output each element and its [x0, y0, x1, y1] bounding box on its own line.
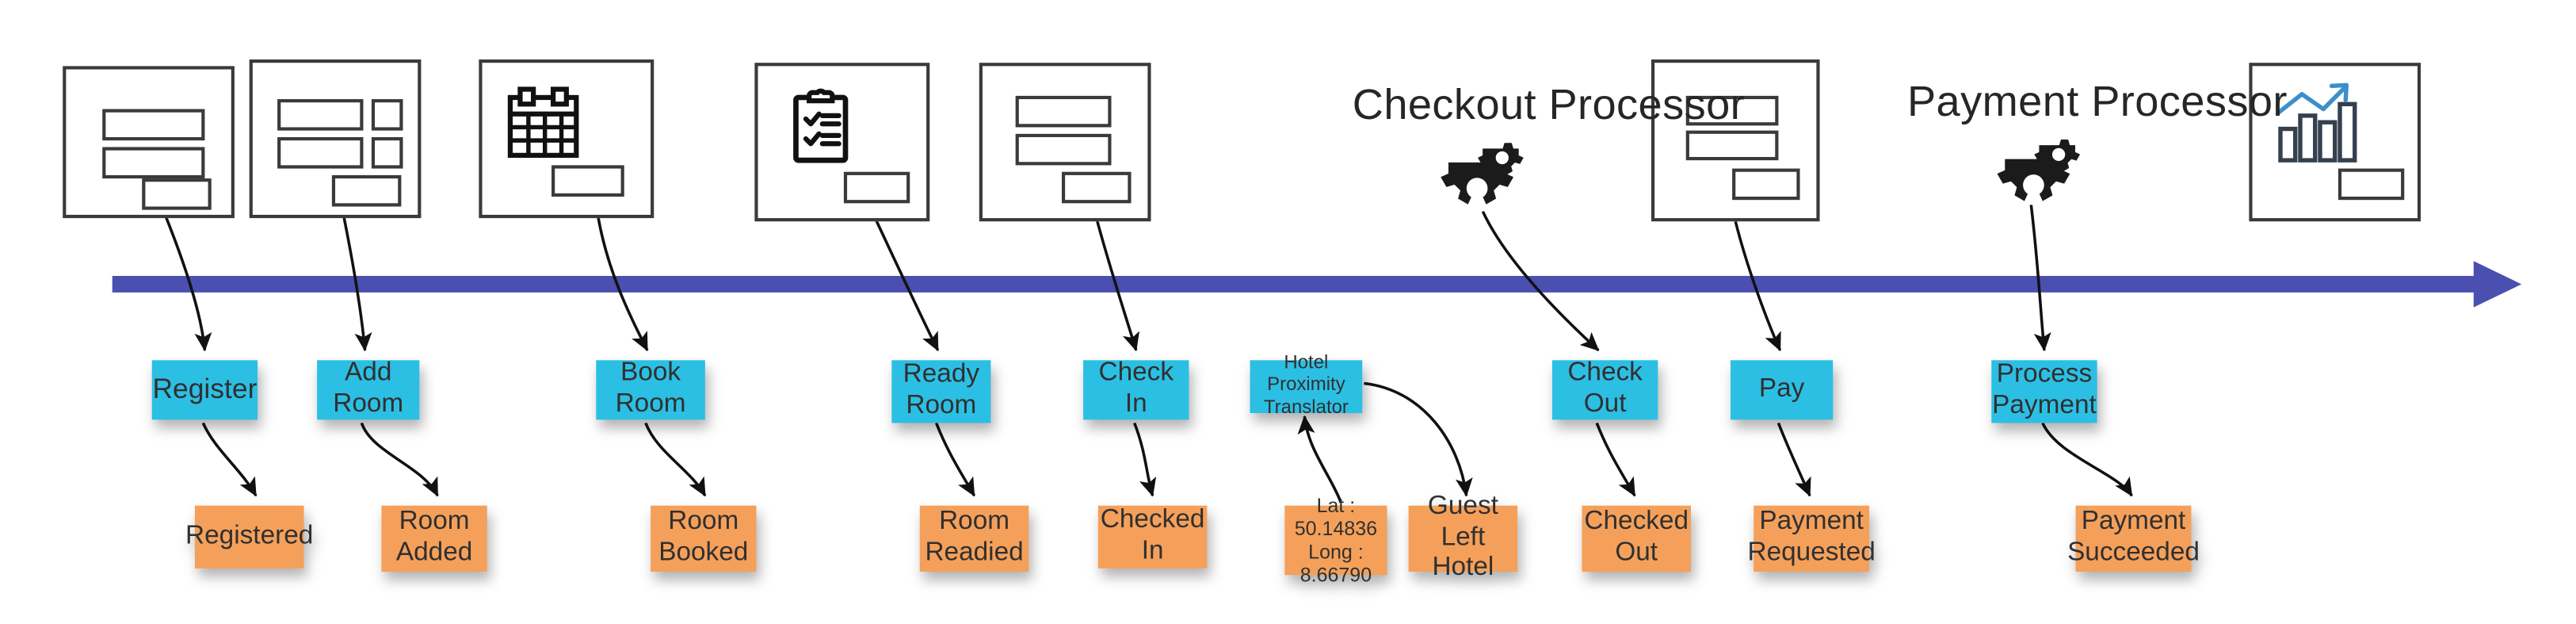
payment-processor-label: Payment Processor [1906, 75, 2288, 126]
screen-pay[interactable] [1651, 59, 1820, 222]
card-line-longitude: Long : 8.66790 [1299, 540, 1372, 588]
card-line: Room [906, 391, 977, 420]
event-payment-requested[interactable]: Payment Requested [1747, 505, 1876, 572]
card-line: Hotel Proximity [1267, 353, 1345, 396]
clipboard-check-icon [788, 86, 853, 173]
wireframe-field [1685, 130, 1779, 161]
card-line: Registered [185, 521, 314, 550]
card-line: Booked [658, 538, 749, 567]
card-line: Process [1996, 360, 2093, 389]
event-guest-coordinates[interactable]: Lat : 50.14836 Long : 8.66790 [1284, 493, 1387, 587]
screen-ready-room[interactable] [754, 63, 930, 222]
event-room-booked[interactable]: Room Booked [651, 505, 757, 572]
card-line: Checked In [1100, 505, 1205, 565]
screen-book-room[interactable] [479, 59, 654, 219]
card-line: Succeeded [2067, 538, 2200, 567]
card-line: Out [1615, 538, 1658, 567]
wireframe-checkbox [371, 99, 403, 131]
card-line: Pay [1758, 374, 1805, 403]
card-line: Payment [2081, 507, 2186, 536]
event-room-added[interactable]: Room Added [381, 505, 487, 572]
command-ready-room[interactable]: Ready Room [891, 360, 991, 423]
command-hotel-proximity-translator[interactable]: Hotel Proximity Translator [1250, 353, 1363, 418]
gears-icon [1994, 129, 2093, 224]
command-process-payment[interactable]: Process Payment [1991, 360, 2097, 423]
bar-chart-trend-icon [2276, 81, 2368, 175]
command-pay[interactable]: Pay [1731, 360, 1834, 420]
command-check-out[interactable]: Check Out [1551, 358, 1658, 420]
command-check-in[interactable]: Check In [1083, 358, 1189, 420]
event-registered[interactable]: Registered [185, 505, 313, 568]
card-line: Ready [903, 360, 980, 389]
card-line: Room [939, 507, 1010, 536]
card-line: Requested [1747, 538, 1876, 567]
screen-check-in[interactable] [979, 63, 1151, 222]
wireframe-submit-button [551, 165, 624, 197]
wireframe-submit-button [2337, 168, 2405, 201]
event-checked-in[interactable]: Checked In [1097, 505, 1208, 568]
event-checked-out[interactable]: Checked Out [1582, 505, 1691, 572]
wireframe-checkbox [371, 136, 403, 169]
wireframe-field [1685, 95, 1779, 126]
command-book-room[interactable]: Book Room [596, 358, 705, 420]
wireframe-field [1015, 133, 1112, 166]
card-line: Payment [1992, 391, 2097, 420]
wireframe-field [277, 136, 364, 169]
card-line: Room [399, 507, 470, 536]
card-line: Add Room [333, 358, 404, 419]
card-line: Translator [1263, 397, 1349, 418]
card-line: Check Out [1567, 358, 1643, 419]
command-add-room[interactable]: Add Room [317, 358, 420, 420]
wireframe-submit-button [843, 171, 910, 204]
card-line: Guest Left [1427, 492, 1498, 552]
card-line: Register [152, 373, 258, 405]
wireframe-submit-button [142, 178, 212, 210]
wireframe-submit-button [1732, 168, 1800, 201]
wireframe-field [102, 147, 205, 179]
card-line: Added [395, 538, 473, 567]
card-line: Readied [925, 538, 1024, 567]
card-line-latitude: Lat : 50.14836 [1294, 493, 1378, 541]
checkout-processor-label: Checkout Processor [1352, 79, 1746, 129]
wireframe-submit-button [1061, 171, 1132, 204]
card-line: Book Room [615, 358, 686, 419]
card-line: Payment [1759, 507, 1864, 536]
screen-add-room[interactable] [249, 59, 422, 219]
event-payment-succeeded[interactable]: Payment Succeeded [2067, 505, 2200, 572]
card-line: Checked [1584, 507, 1689, 536]
card-line: Room [668, 507, 739, 536]
card-line: Hotel [1432, 554, 1494, 583]
wireframe-submit-button [331, 174, 402, 207]
wireframe-field [102, 109, 205, 141]
screen-analytics[interactable] [2249, 63, 2421, 222]
command-register[interactable]: Register [151, 360, 258, 420]
wireframe-field [277, 99, 364, 131]
card-line: Check In [1098, 358, 1174, 419]
wireframe-field [1015, 95, 1112, 128]
gears-icon [1438, 132, 1537, 227]
screen-register[interactable] [63, 66, 235, 219]
event-guest-left-hotel[interactable]: Guest Left Hotel [1408, 492, 1518, 582]
calendar-icon [504, 86, 583, 170]
event-room-readied[interactable]: Room Readied [919, 505, 1029, 572]
